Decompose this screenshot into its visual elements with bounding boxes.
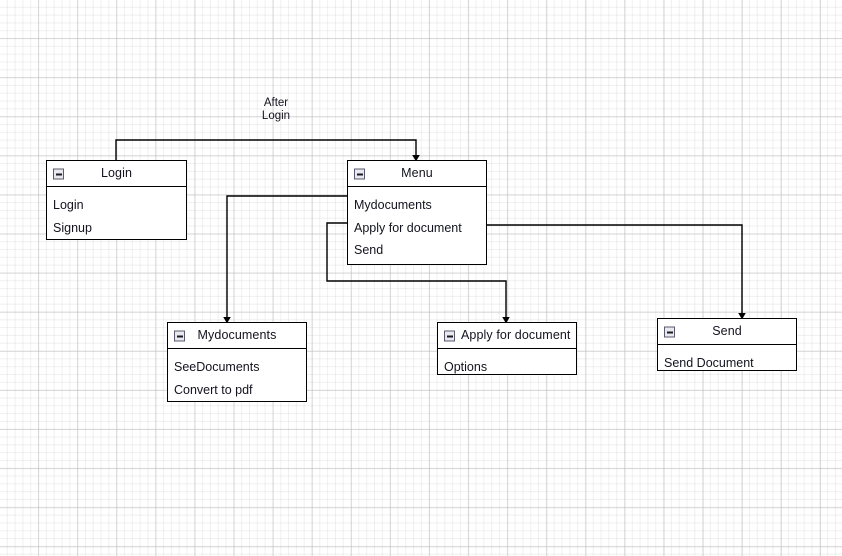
edge-menu-to-send <box>487 224 746 320</box>
node-login-row-signup[interactable]: Signup <box>53 220 92 235</box>
node-send[interactable]: Send Send Document <box>657 318 797 371</box>
node-menu[interactable]: Menu Mydocuments Apply for document Send <box>347 160 487 265</box>
node-send-body: Send Document <box>658 345 796 381</box>
edge-menu-to-apply <box>326 222 510 324</box>
node-mydocuments-title: Mydocuments <box>197 328 277 343</box>
edge-label-after-login: After Login <box>261 97 291 122</box>
node-mydocuments-row-convert-to-pdf[interactable]: Convert to pdf <box>174 382 253 397</box>
node-menu-row-apply-for-document[interactable]: Apply for document <box>354 220 462 235</box>
edge-menu-to-mydocuments <box>223 195 347 324</box>
node-mydocuments[interactable]: Mydocuments SeeDocuments Convert to pdf <box>167 322 307 402</box>
node-apply-for-document-title: Apply for document <box>461 328 571 343</box>
node-login-title: Login <box>100 166 133 181</box>
node-menu-body: Mydocuments Apply for document Send <box>348 187 486 268</box>
node-send-title: Send <box>712 324 742 339</box>
node-menu-row-send[interactable]: Send <box>354 243 384 257</box>
node-mydocuments-header: Mydocuments <box>168 323 306 349</box>
collapse-minus-icon[interactable] <box>664 326 675 337</box>
node-send-header: Send <box>658 319 796 345</box>
node-login[interactable]: Login Login Signup <box>46 160 187 240</box>
node-mydocuments-row-seedocuments[interactable]: SeeDocuments <box>174 360 260 374</box>
node-apply-for-document-row-options[interactable]: Options <box>444 360 488 374</box>
node-login-body: Login Signup <box>47 187 186 245</box>
node-menu-title: Menu <box>401 166 433 181</box>
collapse-minus-icon[interactable] <box>53 168 64 179</box>
node-apply-for-document[interactable]: Apply for document Options <box>437 322 577 375</box>
node-menu-header: Menu <box>348 161 486 187</box>
node-send-row-send-document[interactable]: Send Document <box>664 356 754 370</box>
node-login-row-login[interactable]: Login <box>53 198 84 212</box>
node-menu-row-mydocuments[interactable]: Mydocuments <box>354 198 432 212</box>
collapse-minus-icon[interactable] <box>444 330 455 341</box>
node-login-header: Login <box>47 161 186 187</box>
edge-login-to-menu <box>115 139 420 162</box>
node-apply-for-document-body: Options <box>438 349 576 385</box>
collapse-minus-icon[interactable] <box>174 330 185 341</box>
node-mydocuments-body: SeeDocuments Convert to pdf <box>168 349 306 407</box>
collapse-minus-icon[interactable] <box>354 168 365 179</box>
node-apply-for-document-header: Apply for document <box>438 323 576 349</box>
